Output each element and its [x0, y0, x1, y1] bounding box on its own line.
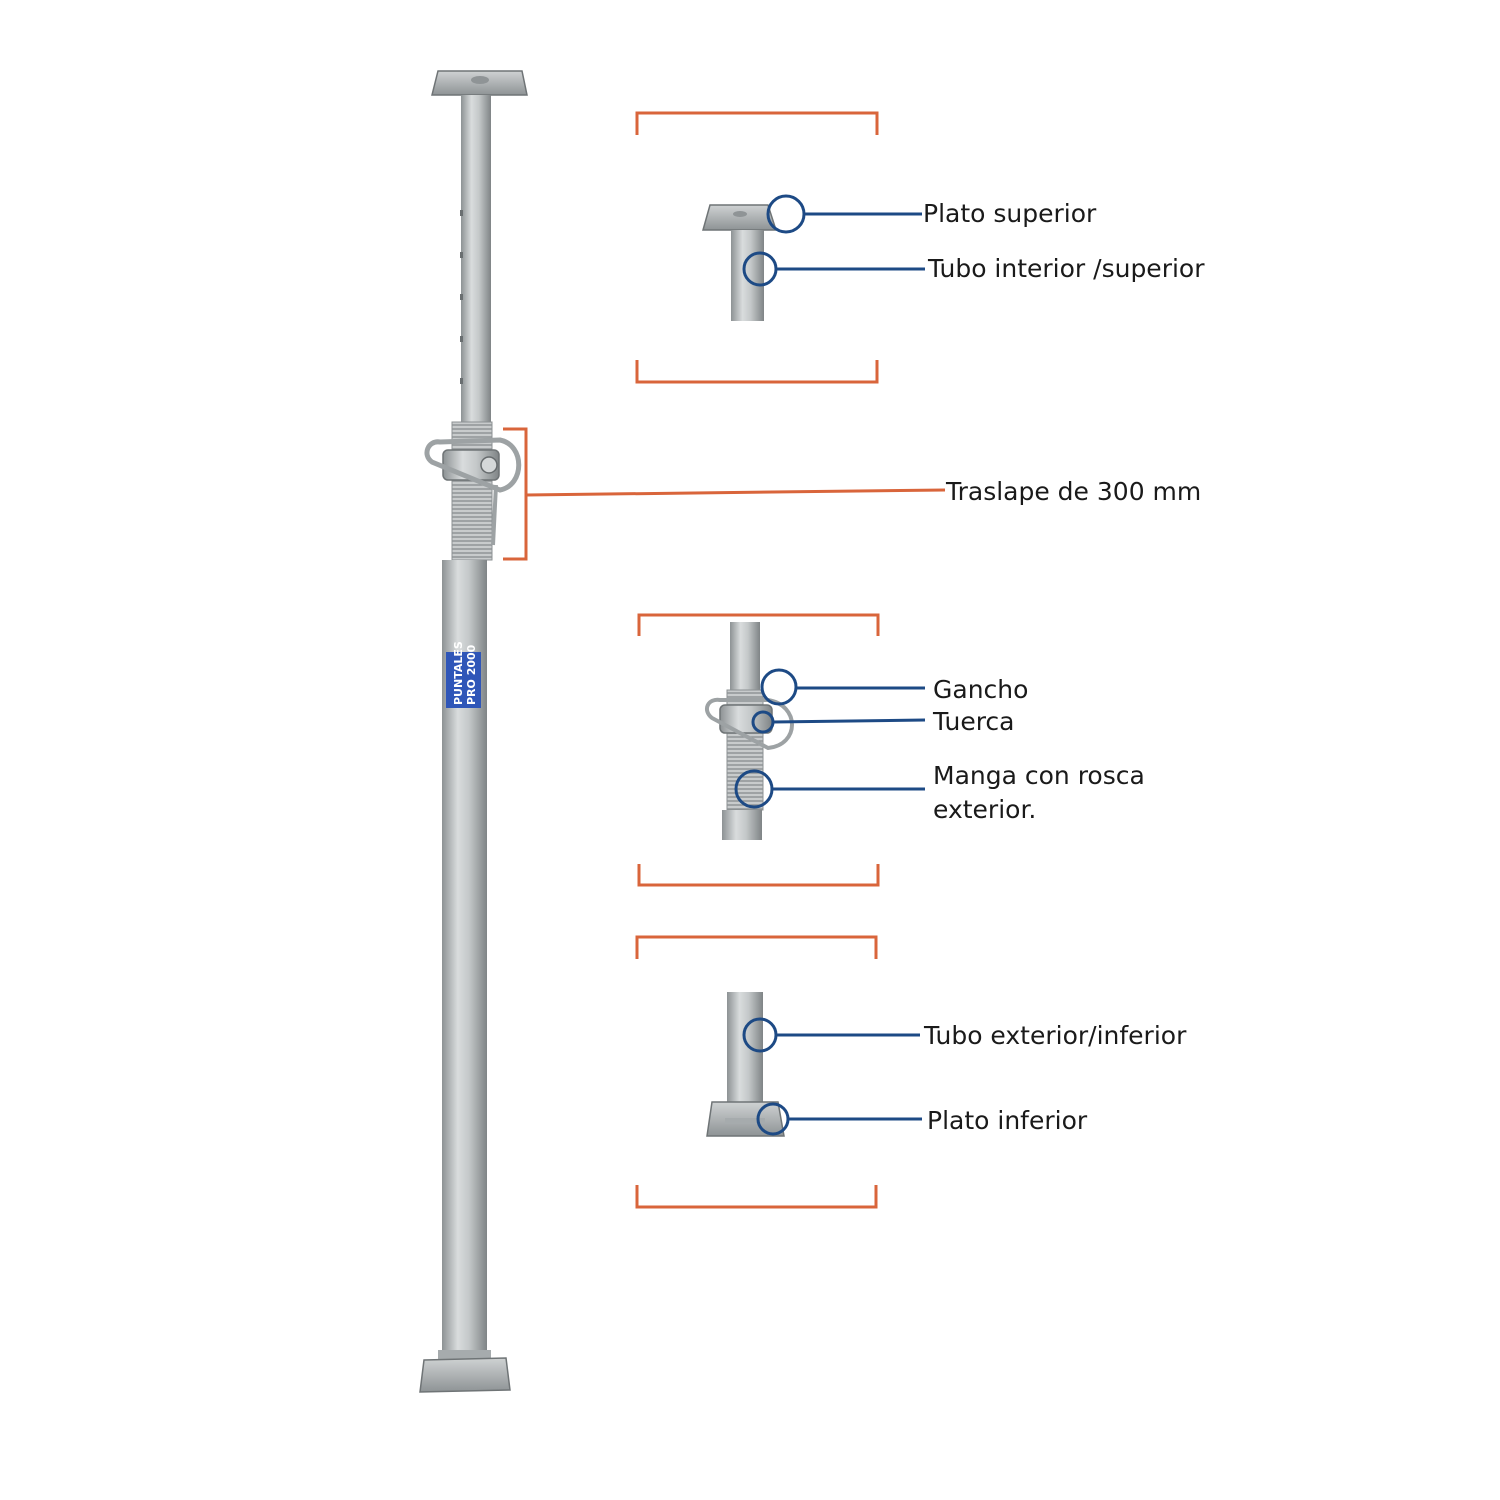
callout-circle-plato-superior — [766, 194, 806, 234]
detail-mid-outer-tube — [722, 810, 762, 840]
main-inner-tube — [461, 95, 491, 430]
label-plato-superior: Plato superior — [923, 199, 1097, 228]
main-top-plate-hole — [471, 76, 489, 84]
main-inner-tube-holes — [460, 210, 463, 384]
label-gancho: Gancho — [933, 675, 1029, 704]
detail-bottom-tube — [727, 992, 763, 1122]
callouts-bottom — [742, 1017, 922, 1136]
badge-text-line1: PUNTALES — [452, 641, 465, 705]
main-hook — [424, 437, 522, 493]
frame-mid-brackets — [637, 613, 880, 887]
detail-mid-hook — [704, 697, 794, 751]
callout-circle-gancho — [760, 668, 798, 706]
label-plato-inferior: Plato inferior — [927, 1106, 1088, 1135]
detail-bottom — [706, 992, 785, 1137]
label-traslape: Traslape de 300 mm — [946, 477, 1202, 506]
main-bottom-plate — [419, 1357, 511, 1393]
label-tubo-interior: Tubo interior /superior — [928, 254, 1205, 283]
label-tubo-exterior: Tubo exterior/inferior — [924, 1021, 1187, 1050]
detail-top-tube — [731, 230, 764, 321]
label-tuerca: Tuerca — [933, 707, 1015, 736]
main-badge — [446, 652, 481, 708]
detail-mid-nut — [719, 704, 773, 734]
overlap-bracket — [503, 427, 946, 561]
main-prop — [419, 70, 528, 1393]
detail-mid — [704, 622, 794, 840]
label-manga: Manga con rosca exterior. — [933, 761, 1145, 824]
callouts-top — [742, 194, 925, 287]
frame-bottom-brackets — [635, 935, 878, 1209]
badge-text-line2: PRO 2000 — [465, 644, 478, 705]
frame-top-brackets — [635, 111, 879, 384]
callouts-mid — [734, 668, 926, 809]
main-threaded-sleeve — [451, 421, 493, 561]
detail-top — [702, 204, 778, 321]
detail-top-plate — [702, 204, 778, 231]
detail-mid-inner-tube — [730, 622, 760, 692]
